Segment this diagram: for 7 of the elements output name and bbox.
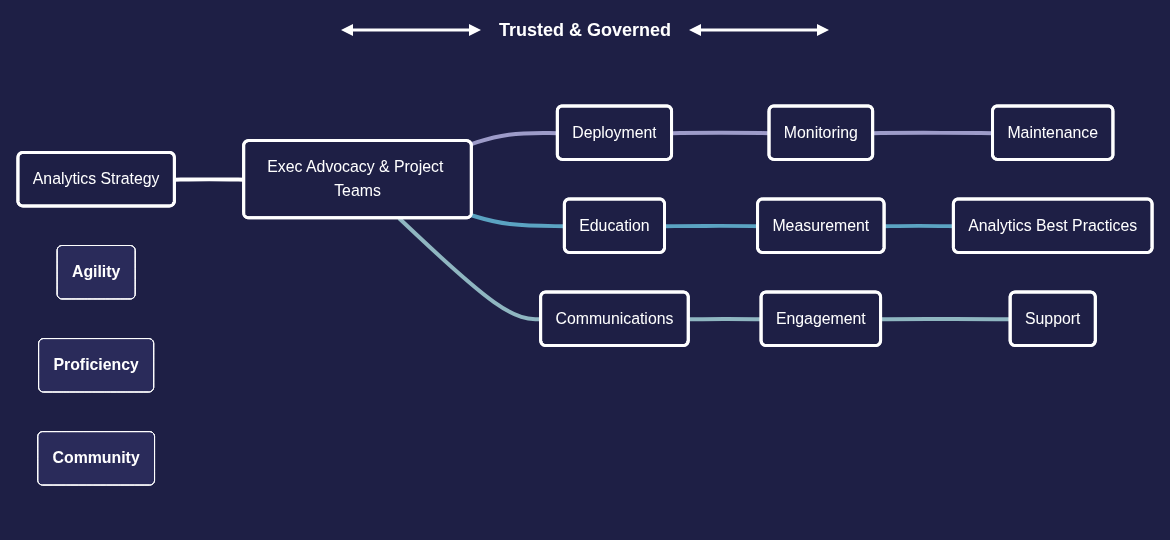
connector	[884, 223, 954, 228]
connector	[672, 130, 770, 135]
connector	[470, 212, 565, 228]
connector	[881, 316, 1011, 321]
section-heading: Trusted & Governed	[498, 19, 671, 41]
connector	[470, 130, 558, 146]
connector	[688, 316, 762, 321]
